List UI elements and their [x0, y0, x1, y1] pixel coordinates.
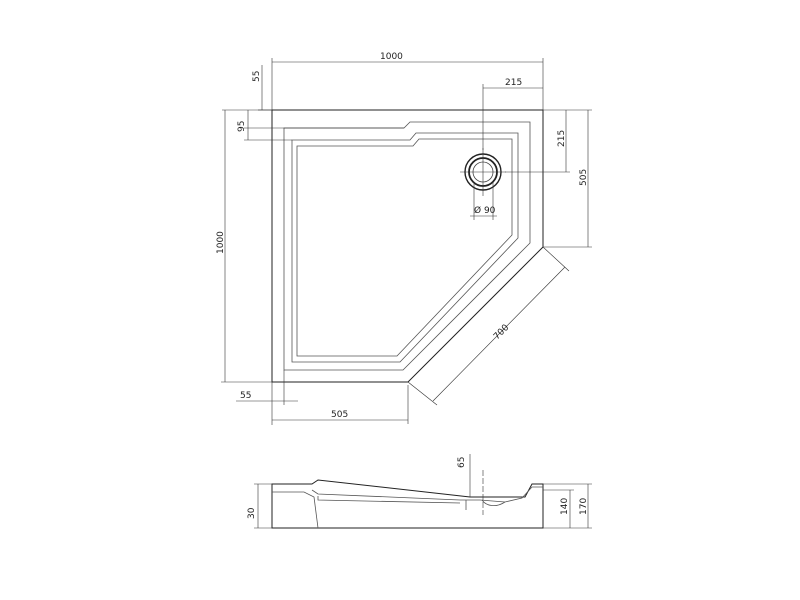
dim-height-140: 140 [560, 498, 570, 515]
dim-drain-diameter: Ø 90 [474, 205, 496, 216]
section-view: 65 30 140 170 [247, 454, 592, 529]
dim-drain-offset-x: 215 [505, 78, 522, 88]
dim-left-margin-bottom: 55 [240, 391, 251, 401]
dim-inner-step: 95 [237, 121, 247, 132]
dim-height-170: 170 [579, 498, 589, 515]
dim-drain-offset-y: 215 [557, 130, 567, 147]
plan-view: 1000 215 55 95 215 505 1000 700 [216, 52, 592, 425]
dim-overall-height: 1000 [216, 231, 226, 254]
tray-basin-line [291, 132, 519, 363]
tray-basin-line-2 [296, 138, 513, 357]
tray-outline [271, 109, 544, 383]
dim-diagonal: 700 [492, 323, 511, 342]
drain-icon [460, 148, 506, 196]
dim-rim-30: 30 [247, 507, 257, 519]
dim-depth-65: 65 [457, 457, 467, 468]
tray-rim-line [283, 121, 531, 371]
section-basin-line [311, 486, 543, 503]
dim-overall-width: 1000 [380, 52, 403, 62]
dim-right-side: 505 [579, 169, 589, 186]
dim-bottom-side: 505 [331, 410, 348, 420]
section-outline [271, 479, 544, 529]
dim-left-margin-top: 55 [252, 71, 262, 82]
